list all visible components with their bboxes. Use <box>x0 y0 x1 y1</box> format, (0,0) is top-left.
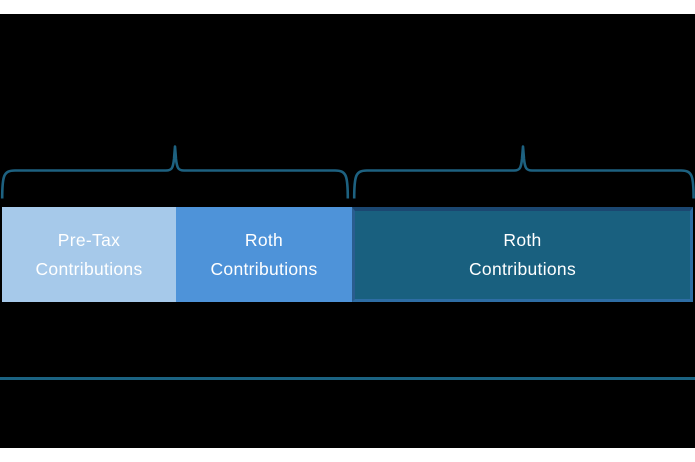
contribution-bar: Pre-Tax Contributions Roth Contributions… <box>2 207 693 302</box>
top-margin-strip <box>0 0 695 14</box>
segment-label-line: Contributions <box>468 259 576 279</box>
braces-graphic <box>0 145 695 199</box>
bottom-margin-strip <box>0 448 695 462</box>
segment-pretax-contributions: Pre-Tax Contributions <box>2 207 176 302</box>
segment-label-line: Roth <box>503 230 542 250</box>
left-brace-icon <box>0 145 350 199</box>
divider-line <box>0 377 695 380</box>
segment-roth-contributions-middle: Roth Contributions <box>176 207 352 302</box>
segment-label-line: Contributions <box>35 258 143 279</box>
segment-roth-contributions-right: Roth Contributions <box>352 207 693 302</box>
right-brace-icon <box>352 145 695 199</box>
segment-label-line: Roth <box>244 229 284 250</box>
segment-label-line: Pre-Tax <box>57 229 121 250</box>
segment-label-line: Contributions <box>210 258 318 279</box>
